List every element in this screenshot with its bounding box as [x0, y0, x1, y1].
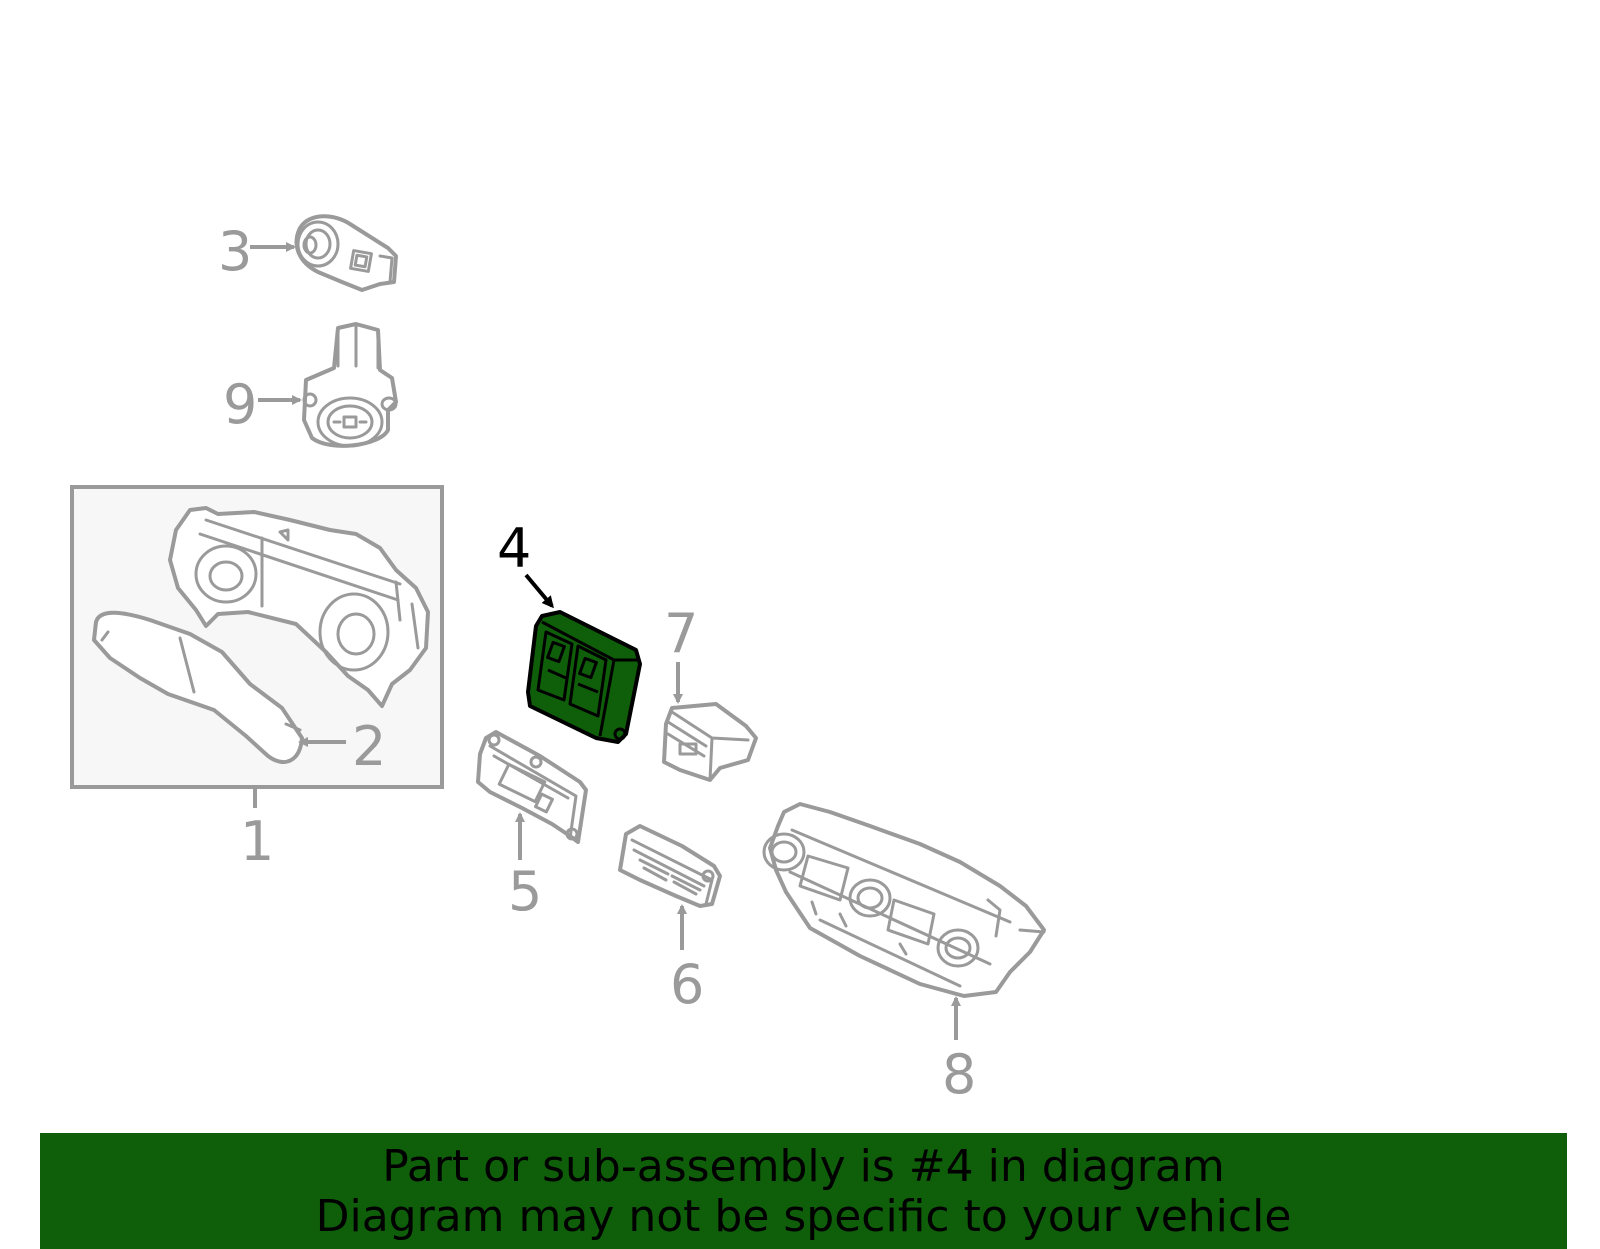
banner-line-1: Part or sub-assembly is #4 in diagram — [382, 1141, 1225, 1192]
part-5-switch-panel[interactable] — [476, 730, 588, 844]
part-1-instrument-cluster-group[interactable] — [70, 485, 444, 789]
banner-line-2: Diagram may not be specific to your vehi… — [315, 1191, 1292, 1242]
callout-5[interactable]: 5 — [508, 860, 542, 923]
callout-9[interactable]: 9 — [223, 373, 257, 436]
callout-6[interactable]: 6 — [670, 953, 704, 1016]
part-6-seat-switch[interactable] — [618, 824, 722, 908]
callout-3[interactable]: 3 — [218, 220, 252, 283]
part-9-lamp-switch[interactable] — [302, 322, 398, 448]
part-4-control-module[interactable] — [526, 610, 642, 744]
leader-4 — [524, 573, 554, 609]
callout-2[interactable]: 2 — [352, 715, 386, 778]
callout-1[interactable]: 1 — [240, 810, 274, 873]
part-3-knob-switch[interactable] — [294, 214, 398, 292]
callout-4[interactable]: 4 — [497, 517, 531, 580]
callout-7[interactable]: 7 — [664, 602, 698, 665]
part-8-climate-control-panel[interactable] — [762, 802, 1046, 998]
info-banner: Part or sub-assembly is #4 in diagram Di… — [40, 1133, 1567, 1249]
part-7-switch[interactable] — [662, 702, 758, 782]
callout-8[interactable]: 8 — [942, 1043, 976, 1106]
